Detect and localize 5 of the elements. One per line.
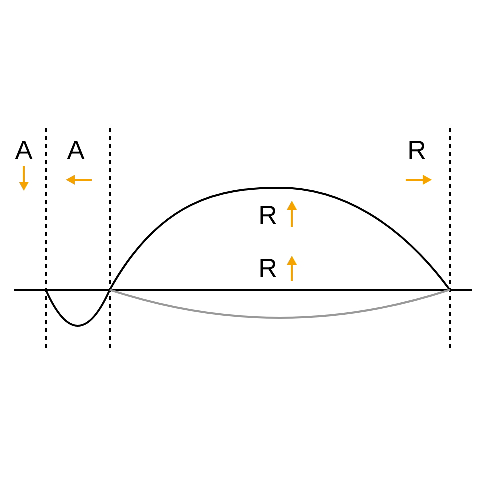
letter-label: R — [258, 255, 278, 281]
letter-label: R — [408, 137, 426, 163]
letter-label: A — [15, 137, 33, 163]
letter-label: R — [258, 202, 278, 228]
letter-label: A — [67, 137, 85, 163]
